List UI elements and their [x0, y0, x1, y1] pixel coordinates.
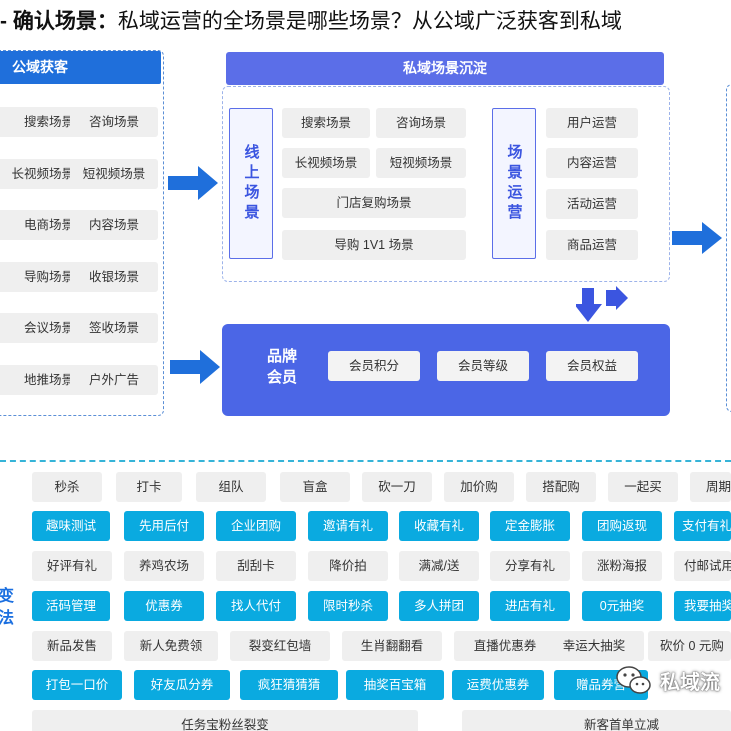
section-divider [0, 460, 731, 462]
tactic-cell: 裂变红包墙 [230, 631, 330, 661]
flow-arrows-icon [576, 286, 628, 322]
tactic-cell: 好评有礼 [32, 551, 112, 581]
tactic-cell: 生肖翻翻看 [342, 631, 442, 661]
tactic-cell: 涨粉海报 [582, 551, 662, 581]
public-scene-cell: 收银场景 [70, 262, 158, 292]
online-scene-cell: 短视频场景 [376, 148, 466, 178]
tactic-cell: 团购返现 [582, 511, 662, 541]
store-repurchase-cell: 门店复购场景 [282, 188, 466, 218]
tactic-cell: 降价拍 [308, 551, 388, 581]
online-scene-label: 线上场景 [229, 108, 273, 259]
ops-cell: 用户运营 [546, 108, 638, 138]
tactic-cell: 组队 [196, 472, 266, 502]
wechat-icon [616, 666, 651, 694]
tactic-cell: 趣味测试 [32, 511, 110, 541]
tactic-cell: 一起买 [608, 472, 678, 502]
tactic-cell: 打包一口价 [32, 670, 122, 700]
tactic-cell: 抽奖百宝箱 [346, 670, 444, 700]
scene-ops-label: 场景运营 [492, 108, 536, 259]
public-scene-cell: 导购场景 [0, 262, 80, 292]
public-scene-cell: 会议场景 [0, 313, 80, 343]
tactic-cell: 满减/送 [399, 551, 479, 581]
tactic-cell: 先用后付 [124, 511, 204, 541]
watermark: 私域流 [614, 660, 731, 700]
tactic-cell: 疯狂猜猜猜 [240, 670, 338, 700]
member-cell: 会员权益 [546, 351, 638, 381]
tactic-cell: 定金膨胀 [490, 511, 570, 541]
ops-cell: 内容运营 [546, 148, 638, 178]
tactic-cell: 幸运大抽奖 [544, 631, 644, 661]
tactic-cell: 付邮试用 [674, 551, 731, 581]
tactic-cell: 新品发售 [32, 631, 112, 661]
tactic-cell: 砍价 0 元购 [648, 631, 731, 661]
tactic-cell: 企业团购 [216, 511, 296, 541]
tactic-cell: 加价购 [444, 472, 514, 502]
online-scene-cell: 搜索场景 [282, 108, 370, 138]
online-scene-cell: 长视频场景 [282, 148, 370, 178]
right-arrow-icon [168, 166, 218, 200]
tactic-cell: 搭配购 [526, 472, 596, 502]
tactic-cell: 任务宝粉丝裂变 [32, 710, 418, 731]
ops-cell: 商品运营 [546, 230, 638, 260]
tactic-cell: 秒杀 [32, 472, 102, 502]
public-scene-cell: 地推场景 [0, 365, 80, 395]
public-domain-panel [0, 50, 164, 416]
tactic-cell: 优惠券 [124, 591, 204, 621]
tactic-cell: 进店有礼 [490, 591, 570, 621]
tactic-cell: 支付有礼 [674, 511, 731, 541]
member-cell: 会员积分 [328, 351, 420, 381]
tactic-cell: 养鸡农场 [124, 551, 204, 581]
tactic-cell: 新人免费领 [124, 631, 218, 661]
watermark-text: 私域流 [660, 671, 720, 694]
public-scene-cell: 户外广告 [70, 365, 158, 395]
page-title: - 确认场景：私域运营的全场景是哪些场景？从公域广泛获客到私域 [0, 0, 731, 44]
tactic-cell: 刮刮卡 [216, 551, 296, 581]
public-scene-cell: 长视频场景 [0, 159, 80, 189]
tactic-cell: 我要抽奖 [674, 591, 731, 621]
tactic-cell: 周期 [690, 472, 731, 502]
tactic-cell: 打卡 [116, 472, 182, 502]
tactic-cell: 好友瓜分券 [134, 670, 230, 700]
tactic-cell: 砍一刀 [362, 472, 432, 502]
tactic-cell: 运费优惠券 [452, 670, 544, 700]
tactic-cell: 邀请有礼 [308, 511, 388, 541]
right-arrow-icon [672, 222, 722, 254]
brand-member-label: 品牌会员 [266, 348, 297, 386]
tactic-cell: 活码管理 [32, 591, 110, 621]
private-domain-panel [222, 86, 670, 282]
title-prefix: - 确认场景： [0, 10, 118, 33]
public-scene-cell: 短视频场景 [70, 159, 158, 189]
side-label-char: 变 [0, 588, 15, 605]
public-scene-cell: 搜索场景 [0, 107, 80, 137]
tactic-cell: 直播优惠券 [454, 631, 556, 661]
next-panel-edge [726, 84, 731, 412]
tactic-cell: 找人代付 [216, 591, 296, 621]
public-scene-cell: 内容场景 [70, 210, 158, 240]
tactic-cell: 收藏有礼 [399, 511, 479, 541]
online-scene-cell: 咨询场景 [376, 108, 466, 138]
public-domain-header: 公域获客 [0, 51, 161, 84]
private-domain-header: 私域场景沉淀 [226, 52, 664, 85]
public-scene-cell: 电商场景 [0, 210, 80, 240]
tactic-cell: 限时秒杀 [308, 591, 388, 621]
public-scene-cell: 咨询场景 [70, 107, 158, 137]
tactic-cell: 新客首单立减 [462, 710, 731, 731]
right-arrow-icon [170, 350, 220, 384]
tactic-cell: 0元抽奖 [582, 591, 662, 621]
tactic-cell: 盲盒 [280, 472, 350, 502]
tactic-cell: 分享有礼 [490, 551, 570, 581]
public-scene-cell: 签收场景 [70, 313, 158, 343]
guide-1v1-cell: 导购 1V1 场景 [282, 230, 466, 260]
side-label-char: 法 [0, 610, 15, 627]
member-cell: 会员等级 [437, 351, 529, 381]
title-text: 私域运营的全场景是哪些场景？从公域广泛获客到私域 [117, 10, 622, 33]
ops-cell: 活动运营 [546, 189, 638, 219]
tactic-cell: 多人拼团 [399, 591, 479, 621]
